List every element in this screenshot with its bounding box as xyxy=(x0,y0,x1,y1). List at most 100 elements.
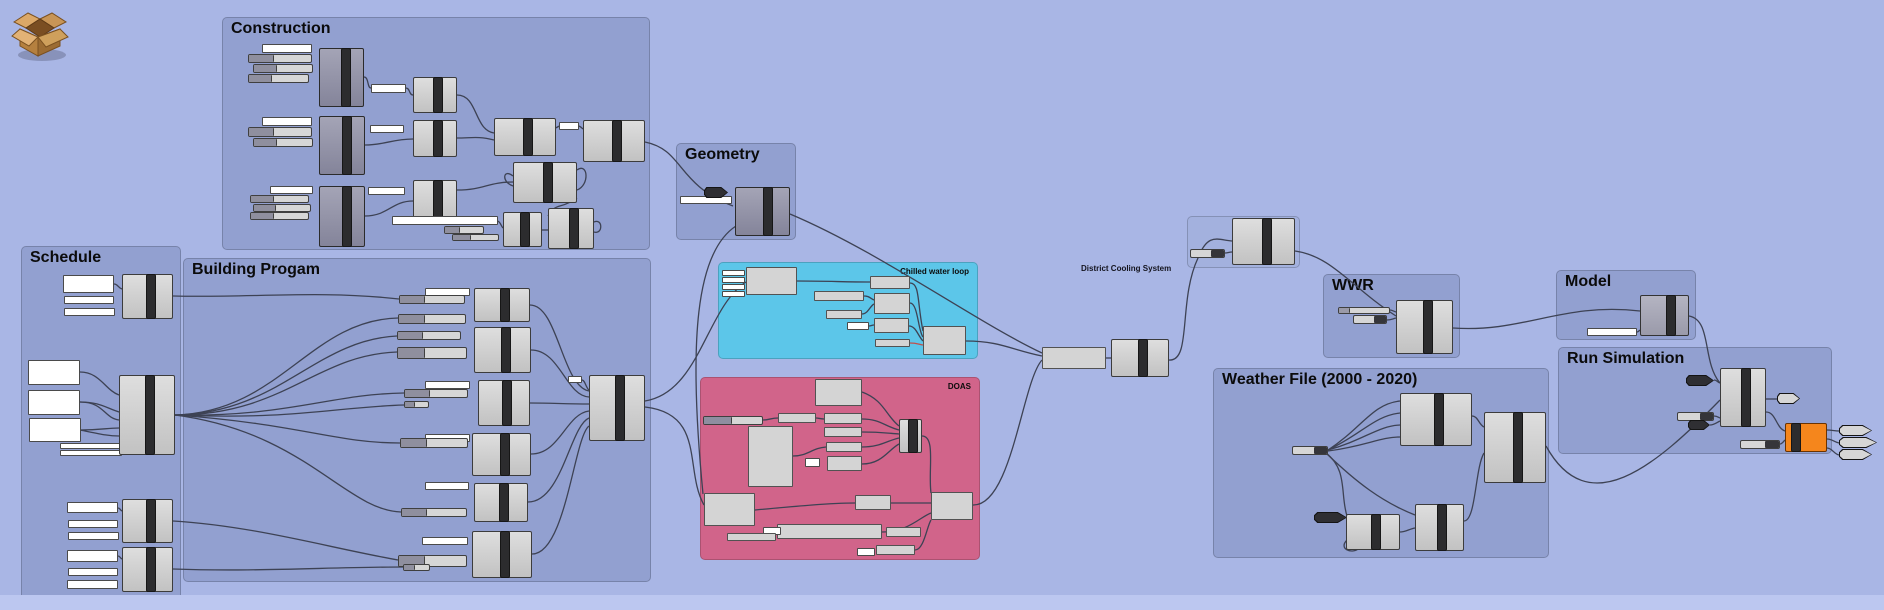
gh-panel[interactable] xyxy=(68,568,118,576)
gh-component[interactable] xyxy=(119,375,175,455)
gh-number-slider[interactable] xyxy=(398,314,466,324)
gh-component[interactable] xyxy=(1232,218,1295,265)
gh-number-slider[interactable] xyxy=(248,54,312,63)
gh-panel[interactable] xyxy=(931,492,973,520)
gh-number-slider[interactable] xyxy=(703,416,763,425)
gh-component[interactable] xyxy=(548,208,594,249)
gh-component[interactable] xyxy=(474,288,530,322)
gh-panel[interactable] xyxy=(857,548,875,556)
slider-grip[interactable] xyxy=(405,390,430,397)
gh-number-slider[interactable] xyxy=(444,226,484,234)
gh-number-slider[interactable] xyxy=(248,74,309,83)
gh-component[interactable] xyxy=(122,274,173,319)
gh-panel[interactable] xyxy=(63,275,114,293)
gh-panel[interactable] xyxy=(874,293,910,314)
slider-grip[interactable] xyxy=(249,128,274,136)
gh-component[interactable] xyxy=(472,433,531,476)
gh-component[interactable] xyxy=(122,499,173,543)
gh-panel[interactable] xyxy=(270,186,313,194)
slider-grip[interactable] xyxy=(399,315,426,323)
gh-number-slider[interactable] xyxy=(1292,446,1328,455)
slider-grip[interactable] xyxy=(254,205,277,211)
slider-grip[interactable] xyxy=(1339,308,1350,313)
gh-component[interactable] xyxy=(319,48,364,107)
gh-panel[interactable] xyxy=(886,527,921,537)
gh-number-slider[interactable] xyxy=(1353,315,1387,324)
slider-grip[interactable] xyxy=(404,565,415,570)
gh-component[interactable] xyxy=(319,186,365,247)
gh-output-pill[interactable] xyxy=(1839,437,1877,448)
gh-panel[interactable] xyxy=(392,216,498,225)
gh-panel[interactable] xyxy=(425,482,469,490)
gh-component[interactable] xyxy=(735,187,790,236)
slider-grip[interactable] xyxy=(251,213,274,219)
slider-grip[interactable] xyxy=(254,65,278,72)
gh-panel[interactable] xyxy=(64,296,114,304)
gh-component[interactable] xyxy=(478,380,530,426)
gh-component[interactable] xyxy=(319,116,365,175)
gh-component[interactable] xyxy=(1396,300,1453,354)
gh-component[interactable] xyxy=(503,212,542,247)
slider-grip[interactable] xyxy=(1314,447,1327,454)
gh-component[interactable] xyxy=(513,162,577,203)
gh-panel[interactable] xyxy=(559,122,579,130)
gh-panel[interactable] xyxy=(28,360,80,385)
gh-panel[interactable] xyxy=(1042,347,1106,369)
gh-panel[interactable] xyxy=(28,390,80,415)
gh-number-slider[interactable] xyxy=(404,389,468,398)
slider-grip[interactable] xyxy=(249,55,274,62)
gh-component[interactable] xyxy=(1640,295,1689,336)
gh-panel[interactable] xyxy=(824,427,862,437)
slider-grip[interactable] xyxy=(398,332,423,339)
gh-panel[interactable] xyxy=(425,381,470,389)
slider-grip[interactable] xyxy=(704,417,732,424)
gh-number-slider[interactable] xyxy=(248,127,312,137)
gh-panel[interactable] xyxy=(1587,328,1637,336)
gh-panel[interactable] xyxy=(814,291,864,301)
gh-panel[interactable] xyxy=(568,376,582,383)
gh-component[interactable] xyxy=(474,483,528,522)
gh-panel[interactable] xyxy=(748,426,793,487)
gh-param-pill[interactable] xyxy=(1686,375,1714,386)
slider-grip[interactable] xyxy=(399,556,426,566)
gh-panel[interactable] xyxy=(68,520,118,528)
gh-number-slider[interactable] xyxy=(253,204,311,212)
gh-panel[interactable] xyxy=(805,458,820,467)
gh-number-slider[interactable] xyxy=(401,508,467,517)
gh-panel[interactable] xyxy=(777,524,882,539)
gh-panel[interactable] xyxy=(746,267,797,295)
slider-grip[interactable] xyxy=(398,348,425,358)
gh-component[interactable] xyxy=(583,120,645,162)
gh-panel[interactable] xyxy=(368,187,405,195)
gh-panel[interactable] xyxy=(722,270,745,276)
gh-number-slider[interactable] xyxy=(250,212,309,220)
gh-component[interactable] xyxy=(413,120,457,157)
open-box-icon[interactable] xyxy=(10,6,70,62)
gh-panel[interactable] xyxy=(422,537,468,545)
gh-panel[interactable] xyxy=(826,310,862,319)
gh-number-slider[interactable] xyxy=(399,295,465,304)
gh-component[interactable] xyxy=(589,375,645,441)
gh-number-slider[interactable] xyxy=(1740,440,1780,449)
gh-panel[interactable] xyxy=(67,502,118,513)
gh-number-slider[interactable] xyxy=(253,64,313,73)
gh-panel[interactable] xyxy=(67,550,118,562)
gh-panel[interactable] xyxy=(262,117,312,126)
slider-grip[interactable] xyxy=(401,439,428,447)
gh-component[interactable] xyxy=(1720,368,1766,427)
slider-grip[interactable] xyxy=(249,75,273,82)
gh-panel[interactable] xyxy=(722,284,745,290)
slider-grip[interactable] xyxy=(400,296,426,303)
gh-number-slider[interactable] xyxy=(253,138,313,147)
gh-component[interactable] xyxy=(1400,393,1472,446)
gh-panel[interactable] xyxy=(370,125,404,133)
gh-component[interactable] xyxy=(472,531,532,578)
gh-panel[interactable] xyxy=(722,277,745,283)
gh-panel[interactable] xyxy=(68,532,119,540)
gh-panel[interactable] xyxy=(727,533,776,541)
slider-grip[interactable] xyxy=(445,227,461,233)
gh-panel[interactable] xyxy=(827,456,862,471)
gh-component[interactable] xyxy=(474,327,531,373)
gh-panel[interactable] xyxy=(29,418,81,442)
